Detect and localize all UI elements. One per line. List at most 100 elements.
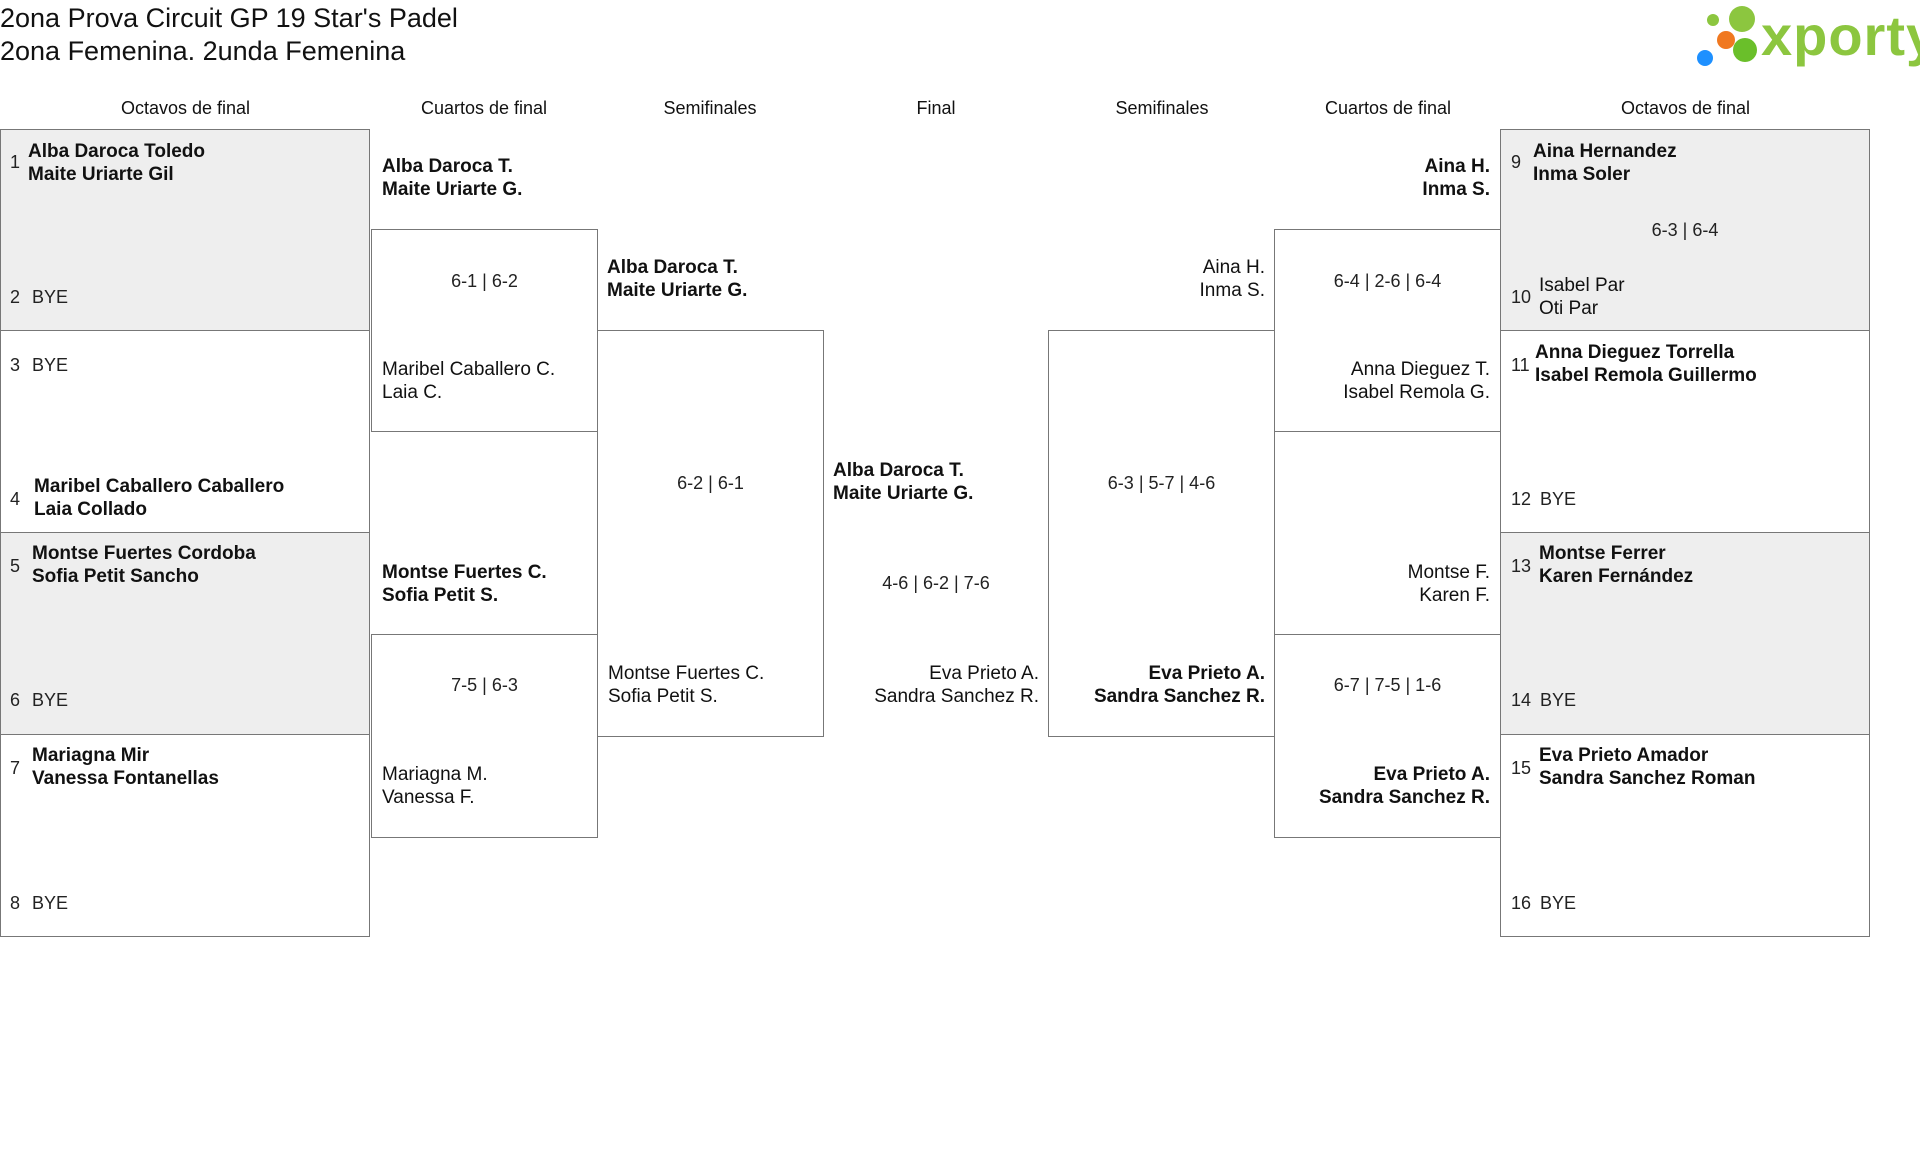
player-name: Sandra Sanchez Roman — [1539, 768, 1756, 789]
player-name: Vanessa Fontanellas — [32, 768, 219, 789]
seed-number: 6 — [10, 690, 21, 710]
final-winner-player: Alba Daroca T. — [833, 460, 964, 481]
final-score: 4-6 | 6-2 | 7-6 — [882, 573, 990, 593]
logo-dot-green-icon — [1729, 6, 1755, 32]
qf-right-match-1[interactable]: 6-4 | 2-6 | 6-4 Anna Dieguez T. Isabel R… — [1274, 229, 1501, 432]
seed-number: 3 — [10, 355, 21, 375]
logo-dot-orange-icon — [1717, 31, 1735, 49]
player-name: Isabel Par — [1539, 275, 1625, 296]
seed-number: 15 — [1511, 758, 1532, 778]
tournament-title: 2ona Prova Circuit GP 19 Star's Padel — [0, 3, 458, 33]
column-header-right-sf: Semifinales — [1115, 98, 1209, 118]
sf-right-top-player: Aina H. — [1202, 257, 1265, 278]
player-name: Alba Daroca Toledo — [28, 141, 206, 162]
seed-number: 5 — [10, 556, 21, 576]
sf-right-top-player: Inma S. — [1199, 280, 1265, 301]
qf-right-1-top-player: Aina H. — [1424, 156, 1490, 177]
column-header-left-qf: Cuartos de final — [420, 98, 548, 118]
sf-right-match[interactable]: 6-3 | 5-7 | 4-6 Eva Prieto A. Sandra San… — [1048, 330, 1275, 737]
player-name: Eva Prieto Amador — [1539, 745, 1709, 766]
sf-left-top-player: Alba Daroca T. — [607, 257, 738, 278]
qf-left-2-top-player: Sofia Petit S. — [382, 585, 499, 606]
player-name: Oti Par — [1539, 298, 1599, 319]
bye-label: BYE — [1540, 690, 1577, 710]
seed-number: 4 — [10, 489, 21, 509]
bye-label: BYE — [32, 355, 69, 375]
seed-number: 14 — [1511, 690, 1532, 710]
player-name: Maribel Caballero C. — [382, 359, 556, 380]
qf-left-match-1[interactable]: 6-1 | 6-2 Maribel Caballero C. Laia C. — [371, 229, 598, 432]
column-header-final: Final — [916, 98, 956, 118]
match-score: 6-4 | 2-6 | 6-4 — [1333, 271, 1442, 291]
column-header-right-r16: Octavos de final — [1620, 98, 1751, 118]
column-header-left-sf: Semifinales — [663, 98, 757, 118]
match-score: 7-5 | 6-3 — [451, 675, 518, 695]
seed-number: 9 — [1511, 152, 1522, 172]
r16-match-8[interactable]: 15 Eva Prieto Amador Sandra Sanchez Roma… — [1500, 734, 1870, 937]
seed-number: 2 — [10, 287, 21, 307]
logo-text: xporty — [1761, 4, 1920, 67]
player-name: Maite Uriarte Gil — [28, 164, 174, 185]
r16-match-1[interactable]: 1 Alba Daroca Toledo Maite Uriarte Gil 2… — [0, 129, 370, 331]
r16-match-4[interactable]: 7 Mariagna Mir Vanessa Fontanellas 8 BYE — [0, 734, 370, 937]
xporty-logo[interactable]: xporty — [1697, 4, 1920, 72]
player-name: Montse Ferrer — [1539, 543, 1666, 564]
player-name: Inma Soler — [1533, 164, 1631, 185]
qf-left-match-2[interactable]: 7-5 | 6-3 Mariagna M. Vanessa F. — [371, 634, 598, 838]
match-score: 6-3 | 6-4 — [1651, 220, 1719, 240]
match-score: 6-7 | 7-5 | 1-6 — [1333, 675, 1442, 695]
player-name: Karen Fernández — [1539, 566, 1694, 587]
sf-left-match[interactable]: 6-2 | 6-1 Montse Fuertes C. Sofia Petit … — [597, 330, 824, 737]
seed-number: 13 — [1511, 556, 1532, 576]
column-header-right-qf: Cuartos de final — [1324, 98, 1452, 118]
player-name: Anna Dieguez Torrella — [1535, 342, 1735, 363]
logo-dot-green-small-icon — [1707, 14, 1719, 26]
qf-right-1-top-player: Inma S. — [1422, 179, 1490, 200]
final-runner-up-player: Eva Prieto A. — [929, 663, 1039, 684]
player-name: Laia Collado — [34, 499, 147, 520]
player-name: Mariagna M. — [382, 764, 488, 785]
seed-number: 11 — [1511, 355, 1530, 375]
player-name: Sofia Petit S. — [608, 686, 718, 707]
match-score: 6-3 | 5-7 | 4-6 — [1107, 473, 1216, 493]
player-name: Eva Prieto A. — [1373, 764, 1490, 785]
qf-right-2-top-player: Karen F. — [1419, 585, 1490, 606]
bye-label: BYE — [32, 690, 69, 710]
final-runner-up-player: Sandra Sanchez R. — [874, 686, 1039, 707]
player-name: Mariagna Mir — [32, 745, 150, 766]
bye-label: BYE — [1540, 489, 1577, 509]
r16-match-7[interactable]: 13 Montse Ferrer Karen Fernández 14 BYE — [1500, 532, 1870, 735]
logo-dot-blue-icon — [1697, 50, 1713, 66]
bye-label: BYE — [1540, 893, 1577, 913]
match-score: 6-2 | 6-1 — [677, 473, 744, 493]
r16-match-3[interactable]: 5 Montse Fuertes Cordoba Sofia Petit San… — [0, 532, 370, 735]
player-name: Montse Fuertes Cordoba — [32, 543, 256, 564]
player-name: Laia C. — [382, 382, 443, 403]
qf-right-2-top-player: Montse F. — [1407, 562, 1490, 583]
sf-left-top-player: Maite Uriarte G. — [607, 280, 748, 301]
player-name: Vanessa F. — [382, 787, 475, 808]
player-name: Sofia Petit Sancho — [32, 566, 199, 587]
seed-number: 16 — [1511, 893, 1532, 913]
category-title: 2ona Femenina. 2unda Femenina — [0, 36, 406, 66]
player-name: Isabel Remola G. — [1343, 382, 1490, 403]
player-name: Anna Dieguez T. — [1350, 359, 1490, 380]
qf-right-match-2[interactable]: 6-7 | 7-5 | 1-6 Eva Prieto A. Sandra San… — [1274, 634, 1501, 838]
match-score: 6-1 | 6-2 — [451, 271, 518, 291]
seed-number: 1 — [10, 152, 21, 172]
qf-left-2-top-player: Montse Fuertes C. — [382, 562, 547, 583]
qf-left-1-top-player: Maite Uriarte G. — [382, 179, 523, 200]
final-winner-player: Maite Uriarte G. — [833, 483, 974, 504]
r16-match-2[interactable]: 3 BYE 4 Maribel Caballero Caballero Laia… — [0, 330, 370, 533]
logo-dot-green-large-icon — [1733, 38, 1757, 62]
r16-match-6[interactable]: 11 Anna Dieguez Torrella Isabel Remola G… — [1500, 330, 1870, 533]
player-name: Aina Hernandez — [1533, 141, 1677, 162]
player-name: Sandra Sanchez R. — [1093, 686, 1265, 707]
r16-match-5[interactable]: 9 Aina Hernandez Inma Soler 6-3 | 6-4 10… — [1500, 129, 1870, 331]
player-name: Maribel Caballero Caballero — [34, 476, 285, 497]
seed-number: 12 — [1511, 489, 1532, 509]
player-name: Isabel Remola Guillermo — [1535, 365, 1757, 386]
seed-number: 7 — [10, 758, 21, 778]
bye-label: BYE — [32, 893, 69, 913]
seed-number: 8 — [10, 893, 21, 913]
